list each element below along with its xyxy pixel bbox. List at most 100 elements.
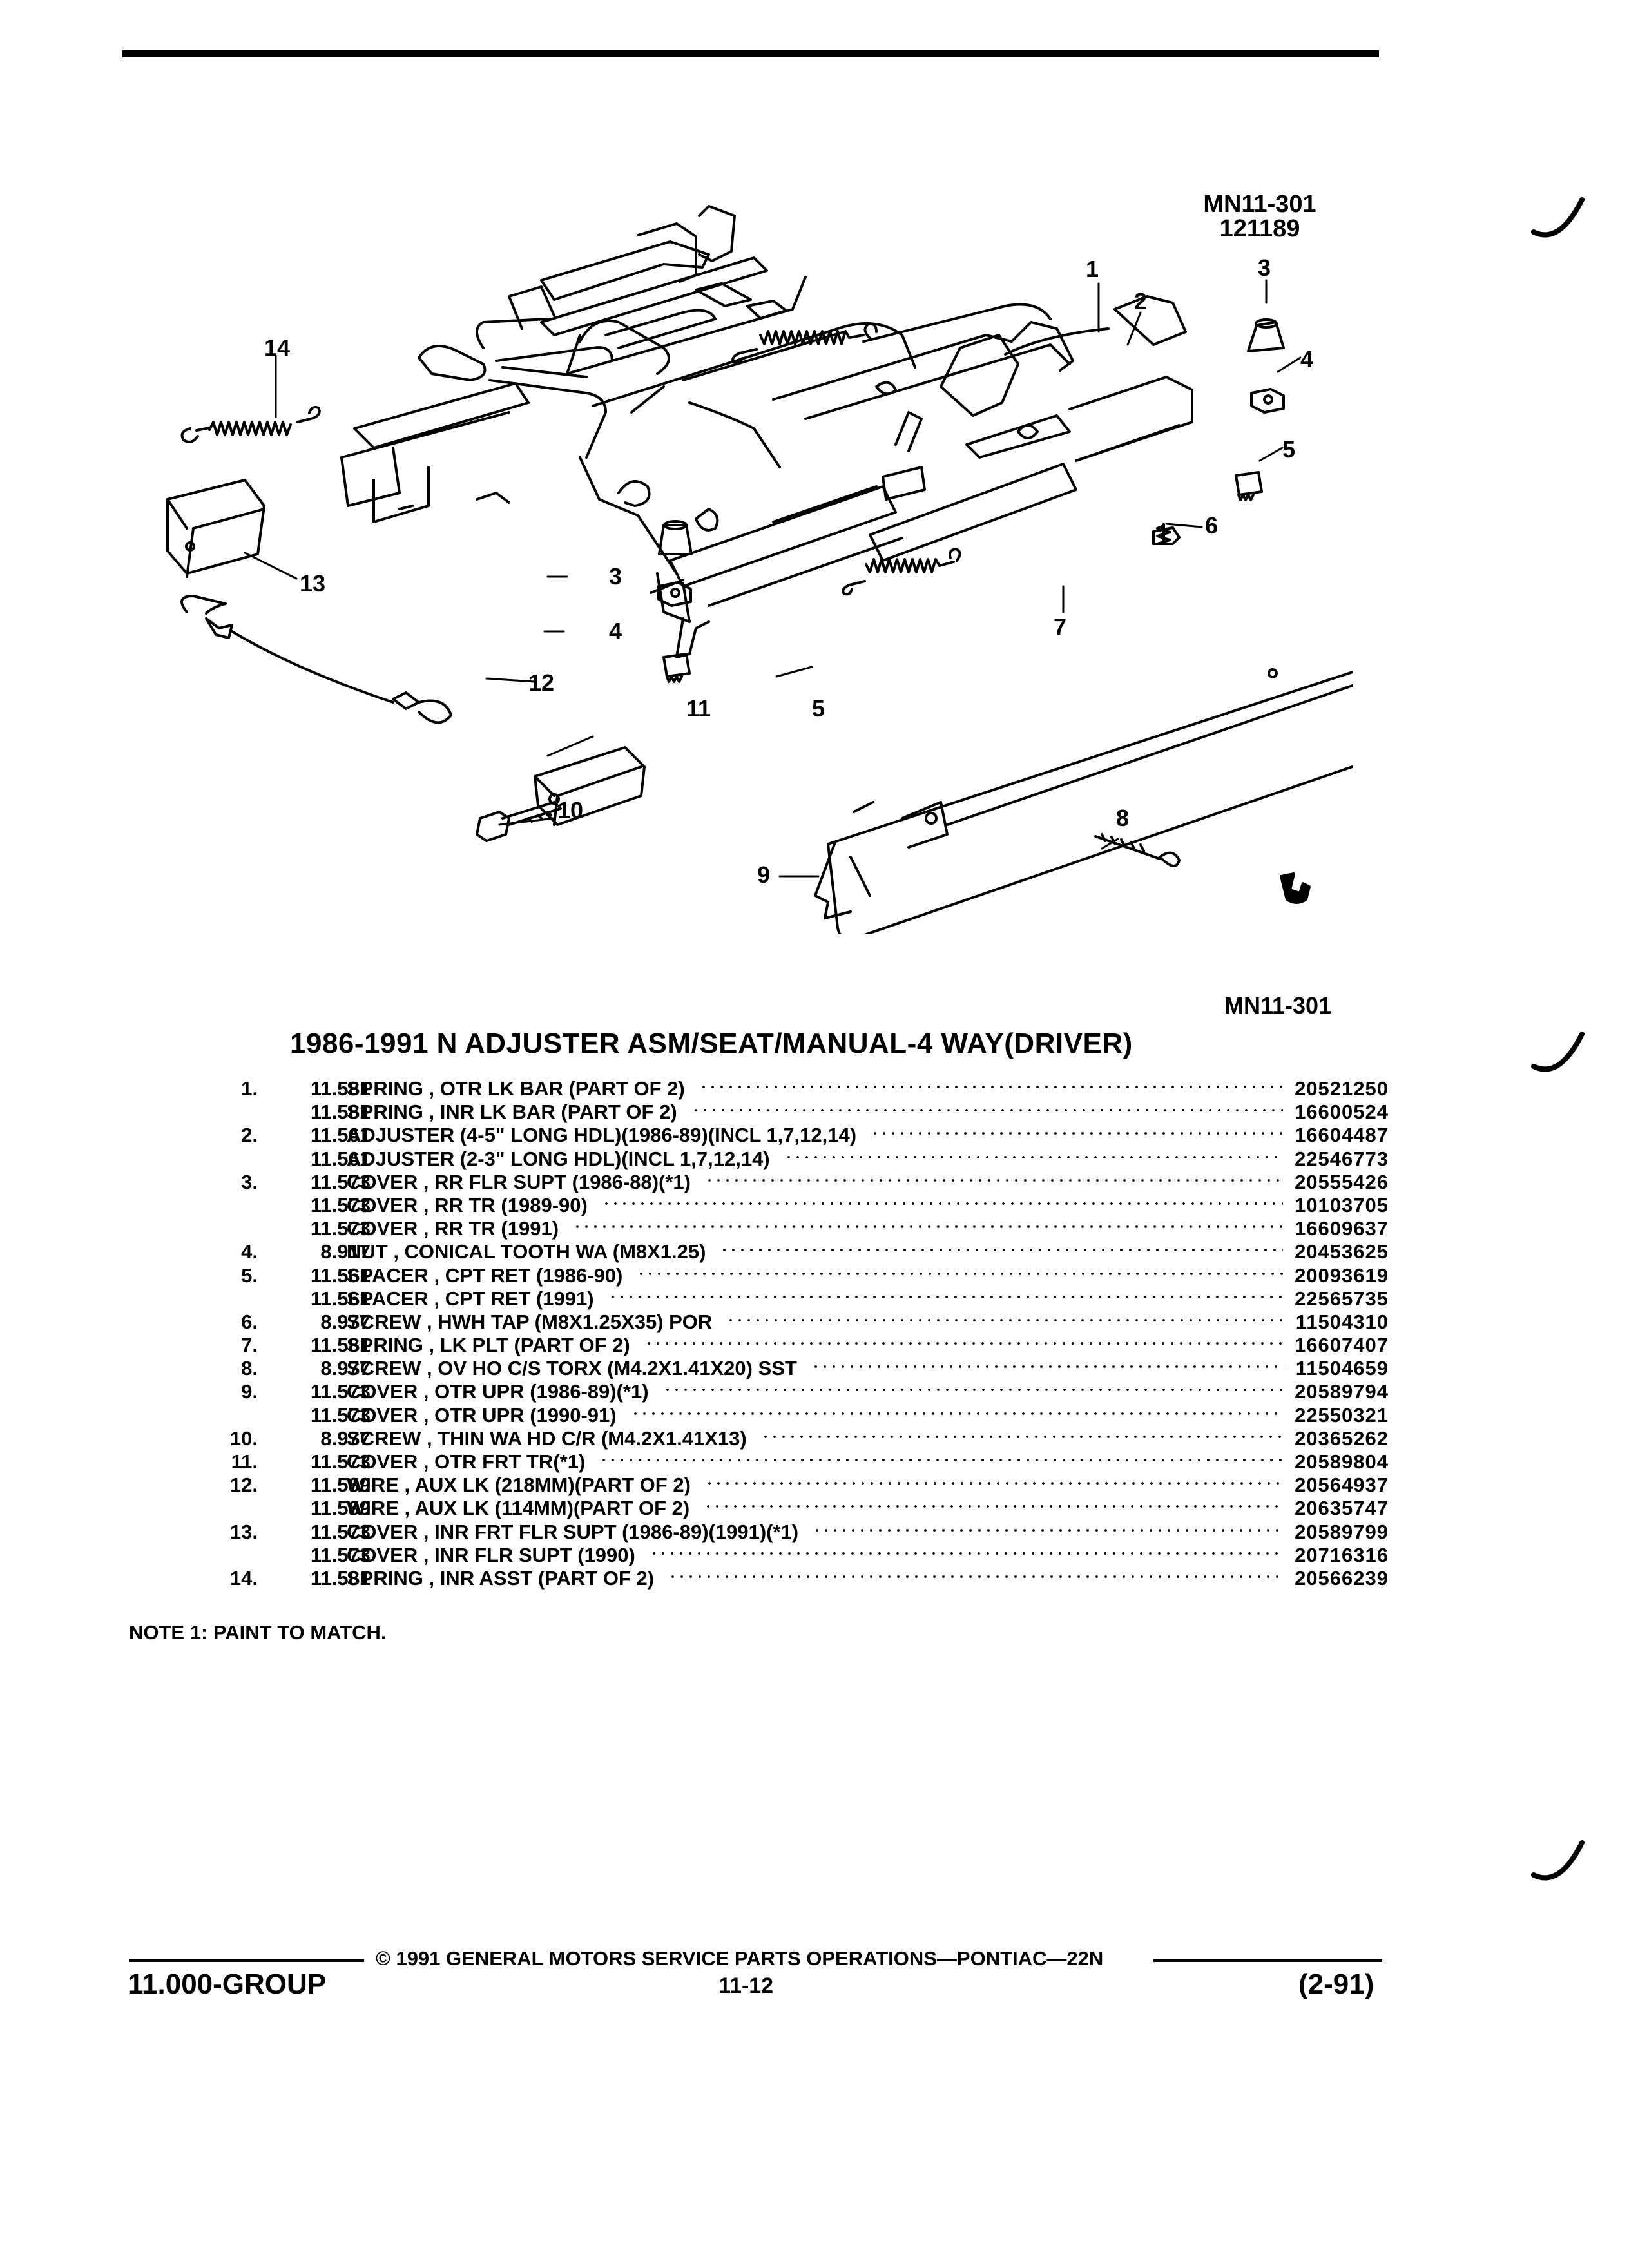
- leader-dots: [699, 1085, 1283, 1089]
- leader-dots: [871, 1131, 1283, 1136]
- callout-7: 7: [1054, 613, 1066, 640]
- callout-5-center: 5: [812, 695, 825, 722]
- footnote: NOTE 1: PAINT TO MATCH.: [129, 1621, 387, 1644]
- figure-code-bottom: MN11-301: [1224, 992, 1332, 1019]
- leader-dots: [761, 1434, 1283, 1439]
- leader-dots: [631, 1411, 1283, 1416]
- group-number: 11.573: [310, 1450, 371, 1473]
- part-description: COVER , RR TR (1991): [347, 1217, 559, 1240]
- leader-dots: [720, 1248, 1283, 1253]
- margin-curve-mark: [1531, 1032, 1585, 1072]
- item-ref-number: 12.: [229, 1474, 258, 1497]
- spring-7-illustration: [842, 548, 961, 596]
- top-rule: [122, 50, 1379, 57]
- leader-dots: [599, 1458, 1283, 1462]
- part-description: COVER , OTR UPR (1986-89)(*1): [347, 1380, 649, 1403]
- item-ref-number: 2.: [241, 1124, 258, 1147]
- item-ref-number: 13.: [229, 1520, 258, 1543]
- callout-14: 14: [264, 334, 290, 361]
- part-number: 20564937: [1295, 1474, 1389, 1497]
- leader-dots: [668, 1574, 1283, 1579]
- part-number: 16607407: [1295, 1334, 1389, 1357]
- item-ref-number: 1.: [241, 1077, 258, 1100]
- part-number: 20093619: [1295, 1264, 1389, 1287]
- part-number: 16609637: [1295, 1217, 1389, 1240]
- part-description: COVER , RR FLR SUPT (1986-88)(*1): [347, 1170, 691, 1193]
- leader-dots: [704, 1504, 1283, 1509]
- callout-numbers: 1 2 3 4 5 6 7 8 9 10 11 12 13 14 3 4 5: [264, 255, 1313, 888]
- part-description: SPRING , LK PLT (PART OF 2): [347, 1334, 630, 1357]
- item-ref-number: 9.: [241, 1380, 258, 1403]
- part-number: 20635747: [1295, 1497, 1389, 1520]
- small-parts-right-illustration: [1152, 318, 1285, 545]
- callout-4-center: 4: [609, 618, 622, 644]
- leader-dots: [637, 1271, 1283, 1276]
- part-number: 20566239: [1295, 1566, 1389, 1590]
- part-description: ADJUSTER (4-5" LONG HDL)(1986-89)(INCL 1…: [347, 1124, 857, 1147]
- part-description: SPRING , INR ASST (PART OF 2): [347, 1566, 655, 1590]
- group-number: 11.581: [310, 1566, 371, 1590]
- group-number: 11.573: [310, 1193, 371, 1216]
- callout-11: 11: [686, 695, 711, 722]
- callout-12: 12: [528, 669, 554, 696]
- margin-curve-mark: [1531, 1840, 1585, 1881]
- group-label: 11.000-GROUP: [128, 1968, 327, 2000]
- cover-11-screw-10-illustration: [476, 746, 646, 842]
- leader-dots: [813, 1528, 1283, 1532]
- margin-curve-mark: [1531, 197, 1585, 238]
- leader-dots: [705, 1481, 1283, 1486]
- item-ref-number: 10.: [229, 1427, 258, 1450]
- part-number: 20521250: [1295, 1077, 1389, 1100]
- part-description: COVER , OTR FRT TR(*1): [347, 1450, 586, 1473]
- group-number: 11.561: [310, 1124, 371, 1147]
- part-number: 20555426: [1295, 1170, 1389, 1193]
- page-number: 11-12: [718, 1974, 774, 1998]
- group-number: 11.573: [310, 1403, 371, 1427]
- group-number: 8.917: [320, 1240, 371, 1264]
- callout-4-right: 4: [1300, 346, 1313, 372]
- group-number: 8.977: [320, 1357, 371, 1380]
- spring-14-illustration: [180, 406, 321, 443]
- group-number: 11.561: [310, 1287, 371, 1310]
- group-number: 11.561: [310, 1264, 371, 1287]
- part-description: SCREW , OV HO C/S TORX (M4.2X1.41X20) SS…: [347, 1357, 797, 1380]
- item-ref-number: 7.: [241, 1334, 258, 1357]
- part-number: 16604487: [1295, 1124, 1389, 1147]
- part-number: 22546773: [1295, 1147, 1389, 1170]
- group-number: 11.573: [310, 1170, 371, 1193]
- callout-6: 6: [1205, 512, 1218, 539]
- part-description: SPACER , CPT RET (1986-90): [347, 1264, 623, 1287]
- leader-dots: [811, 1365, 1284, 1369]
- part-number: 22565735: [1295, 1287, 1389, 1310]
- part-description: SPACER , CPT RET (1991): [347, 1287, 594, 1310]
- group-number: 11.581: [310, 1100, 371, 1124]
- part-description: WIRE , AUX LK (218MM)(PART OF 2): [347, 1474, 691, 1497]
- callout-1: 1: [1086, 256, 1099, 282]
- part-number: 11504659: [1295, 1357, 1389, 1380]
- part-number: 11504310: [1295, 1310, 1389, 1333]
- part-description: COVER , RR TR (1989-90): [347, 1193, 588, 1216]
- exploded-view-diagram: 1 2 3 4 5 6 7 8 9 10 11 12 13 14 3 4 5: [166, 205, 1353, 934]
- part-description: NUT , CONICAL TOOTH WA (M8X1.25): [347, 1240, 706, 1264]
- footer-rule-right: [1153, 1959, 1382, 1962]
- part-number: 22550321: [1295, 1403, 1389, 1427]
- part-description: SCREW , THIN WA HD C/R (M4.2X1.41X13): [347, 1427, 747, 1450]
- part-number: 16600524: [1295, 1100, 1389, 1124]
- group-number: 8.977: [320, 1427, 371, 1450]
- revision-date: (2-91): [1298, 1968, 1374, 2000]
- wire-12-illustration: [180, 595, 452, 724]
- part-number: 20453625: [1295, 1240, 1389, 1264]
